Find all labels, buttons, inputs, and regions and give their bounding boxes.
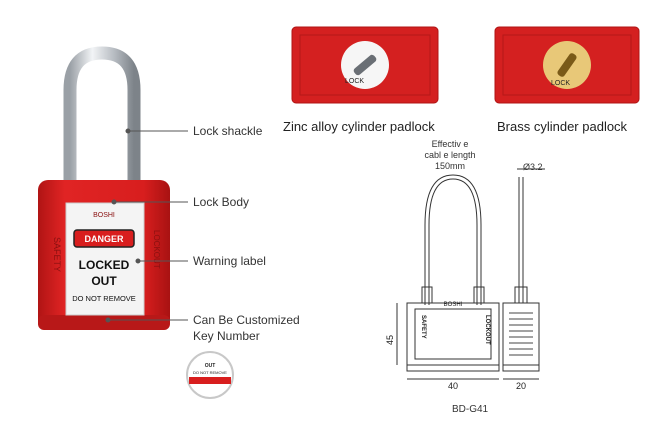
svg-text:OUT: OUT — [205, 363, 216, 369]
technical-drawing: BOSHI SAFETY LOCKOUT 45 40 20 — [385, 168, 545, 391]
callout-shackle: Lock shackle — [193, 124, 263, 138]
brass-caption: Brass cylinder padlock — [497, 119, 628, 134]
svg-text:45: 45 — [385, 335, 395, 345]
brass-cylinder-image: LOCK — [494, 26, 640, 104]
zinc-caption: Zinc alloy cylinder padlock — [283, 119, 435, 134]
svg-text:DO NOT REMOVE: DO NOT REMOVE — [72, 294, 136, 303]
svg-text:DO NOT REMOVE: DO NOT REMOVE — [193, 370, 227, 375]
svg-text:LOCKOUT: LOCKOUT — [484, 315, 490, 345]
svg-text:SAFETY: SAFETY — [52, 237, 62, 272]
key-number-tag: OUT DO NOT REMOVE — [186, 351, 234, 399]
callout-warning: Warning label — [193, 254, 266, 268]
diameter-label: Ø3.2 — [523, 162, 543, 172]
zinc-cylinder-image: LOCK — [291, 26, 439, 104]
svg-text:LOCKED: LOCKED — [79, 258, 130, 272]
svg-text:SAFETY: SAFETY — [420, 315, 426, 339]
callout-key-number: Key Number — [193, 329, 260, 343]
svg-text:LOCK: LOCK — [345, 78, 364, 85]
callout-customized: Can Be Customized — [193, 313, 300, 327]
svg-text:LOCK: LOCK — [551, 80, 570, 87]
svg-text:BOSHI: BOSHI — [93, 212, 115, 219]
model-number: BD-G41 — [452, 404, 489, 415]
svg-text:BOSHI: BOSHI — [444, 302, 463, 308]
svg-text:LOCKOUT: LOCKOUT — [152, 230, 161, 269]
lock-shackle — [63, 46, 141, 185]
cable-length-label: Effectiv e cabl e length 150mm — [424, 139, 476, 171]
svg-text:20: 20 — [516, 381, 526, 391]
danger-text: DANGER — [84, 234, 124, 244]
padlock-illustration: DANGER LOCKED OUT DO NOT REMOVE BOSHI SA… — [38, 46, 170, 330]
svg-text:OUT: OUT — [91, 274, 117, 288]
svg-text:40: 40 — [448, 381, 458, 391]
callout-body: Lock Body — [193, 195, 250, 209]
